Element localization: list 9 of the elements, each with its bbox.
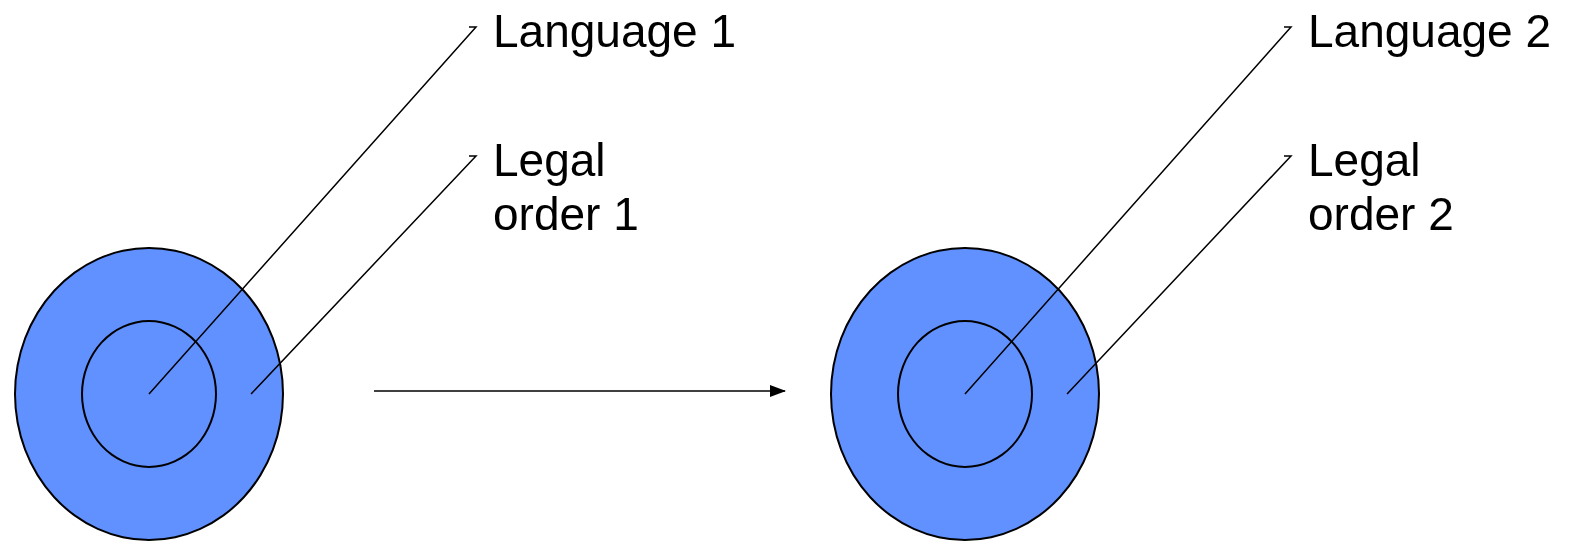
callout-label: Language 1 <box>493 4 793 60</box>
leader-line <box>1066 155 1293 395</box>
leader-line <box>250 155 478 395</box>
arrow <box>373 385 786 397</box>
leader-line <box>964 26 1293 395</box>
callout-label: Language 2 <box>1308 4 1593 60</box>
leader-line <box>148 26 478 395</box>
callout-label: Legal order 1 <box>493 133 713 243</box>
callout-label: Legal order 2 <box>1308 133 1528 243</box>
